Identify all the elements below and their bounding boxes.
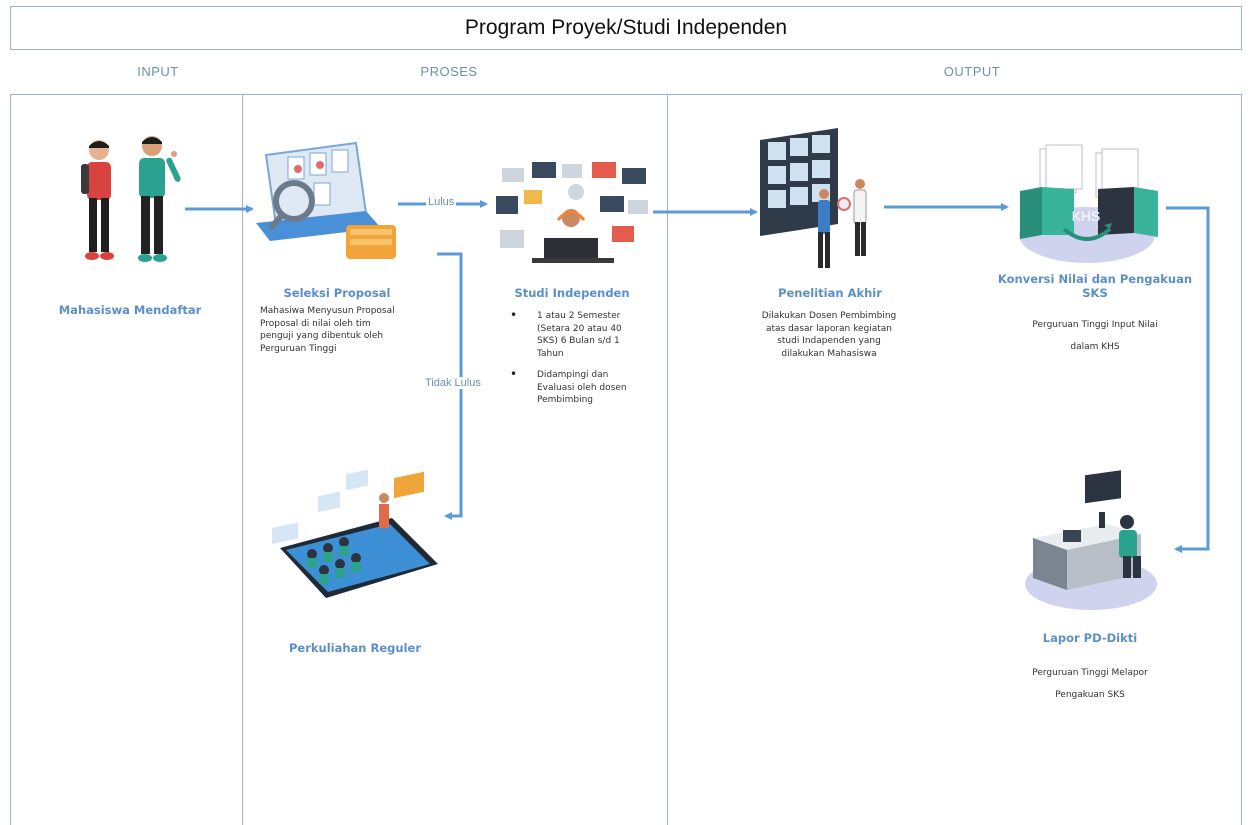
desc-konversi-nilai: Perguruan Tinggi Input Nilai dalam KHS bbox=[1010, 314, 1180, 358]
laptop-magnifier-illustration bbox=[256, 141, 396, 259]
konversi-khs-illustration: KHS bbox=[1019, 144, 1158, 263]
edge-label-lulus: Lulus bbox=[426, 196, 457, 208]
desc-penelitian-akhir: Dilakukan Dosen Pembimbing atas dasar la… bbox=[748, 310, 910, 360]
desc-line: Perguruan Tinggi bbox=[260, 343, 337, 354]
perkuliahan-reguler-illustration bbox=[272, 469, 438, 598]
bullet-line: Evaluasi oleh dosen bbox=[537, 382, 627, 393]
khs-icon-text: KHS bbox=[1072, 208, 1101, 224]
column-header-proses: PROSES bbox=[420, 64, 478, 79]
lane-output bbox=[667, 94, 1242, 825]
column-header-output: OUTPUT bbox=[943, 64, 1001, 79]
bullet-line: SKS) 6 Bulan s/d 1 bbox=[537, 336, 620, 346]
desc-line: dilakukan Mahasiswa bbox=[781, 348, 877, 359]
desc-line: Mahasiwa Menyusun Proposal bbox=[260, 306, 395, 316]
bullet-line: Pembimbing bbox=[537, 395, 594, 405]
bullet-item: 1 atau 2 Semester (Setara 20 atau 40 SKS… bbox=[510, 309, 650, 360]
label-perkuliahan-reguler: Perkuliahan Reguler bbox=[288, 641, 421, 655]
diagram-title: Program Proyek/Studi Independen bbox=[10, 6, 1242, 50]
desc-line: Perguruan Tinggi Input Nilai bbox=[1032, 320, 1158, 330]
column-header-input: INPUT bbox=[137, 64, 179, 79]
bullet-line: (Setara 20 atau 40 bbox=[537, 323, 622, 334]
label-konversi-nilai: Konversi Nilai dan Pengakuan SKS bbox=[995, 272, 1195, 300]
arrow-konversi-to-lapor bbox=[1166, 206, 1210, 553]
desc-line: studi Indapenden yang bbox=[777, 336, 881, 346]
label-penelitian-akhir: Penelitian Akhir bbox=[778, 286, 882, 300]
students-illustration bbox=[81, 136, 181, 262]
label-mahasiswa-mendaftar: Mahasiswa Mendaftar bbox=[58, 303, 202, 317]
bullet-item: Didampingi dan Evaluasi oleh dosen Pembi… bbox=[510, 368, 650, 407]
label-lapor-pddikti: Lapor PD-Dikti bbox=[1042, 631, 1138, 645]
desc-seleksi-proposal: Mahasiwa Menyusun Proposal Proposal di n… bbox=[260, 305, 410, 355]
desc-line: Perguruan Tinggi Melapor bbox=[1032, 668, 1148, 678]
label-studi-independen: Studi Independen bbox=[514, 286, 630, 300]
studi-independen-bullets: 1 atau 2 Semester (Setara 20 atau 40 SKS… bbox=[510, 309, 650, 416]
desc-line: Proposal di nilai oleh tim bbox=[260, 318, 371, 329]
desc-lapor-pddikti: Perguruan Tinggi Melapor Pengakuan SKS bbox=[1010, 662, 1170, 706]
bullet-line: Didampingi dan bbox=[537, 370, 609, 380]
edge-label-tidak-lulus: Tidak Lulus bbox=[423, 377, 483, 389]
penelitian-akhir-illustration bbox=[760, 128, 867, 268]
bullet-line: Tahun bbox=[537, 348, 564, 359]
label-konversi-line1: Konversi Nilai dan Pengakuan bbox=[997, 272, 1193, 286]
label-konversi-line2: SKS bbox=[1082, 286, 1108, 300]
bullet-line: 1 atau 2 Semester bbox=[537, 311, 621, 321]
desc-line: dalam KHS bbox=[1070, 342, 1120, 352]
desc-line: penguji yang dibentuk oleh bbox=[260, 331, 384, 341]
desc-line: atas dasar laporan kegiatan bbox=[765, 323, 893, 334]
desc-line: Dilakukan Dosen Pembimbing bbox=[761, 311, 897, 321]
studi-independen-illustration bbox=[496, 162, 648, 263]
desc-line: Pengakuan SKS bbox=[1055, 690, 1125, 700]
label-seleksi-proposal: Seleksi Proposal bbox=[283, 286, 391, 300]
lapor-pddikti-illustration bbox=[1025, 470, 1157, 610]
